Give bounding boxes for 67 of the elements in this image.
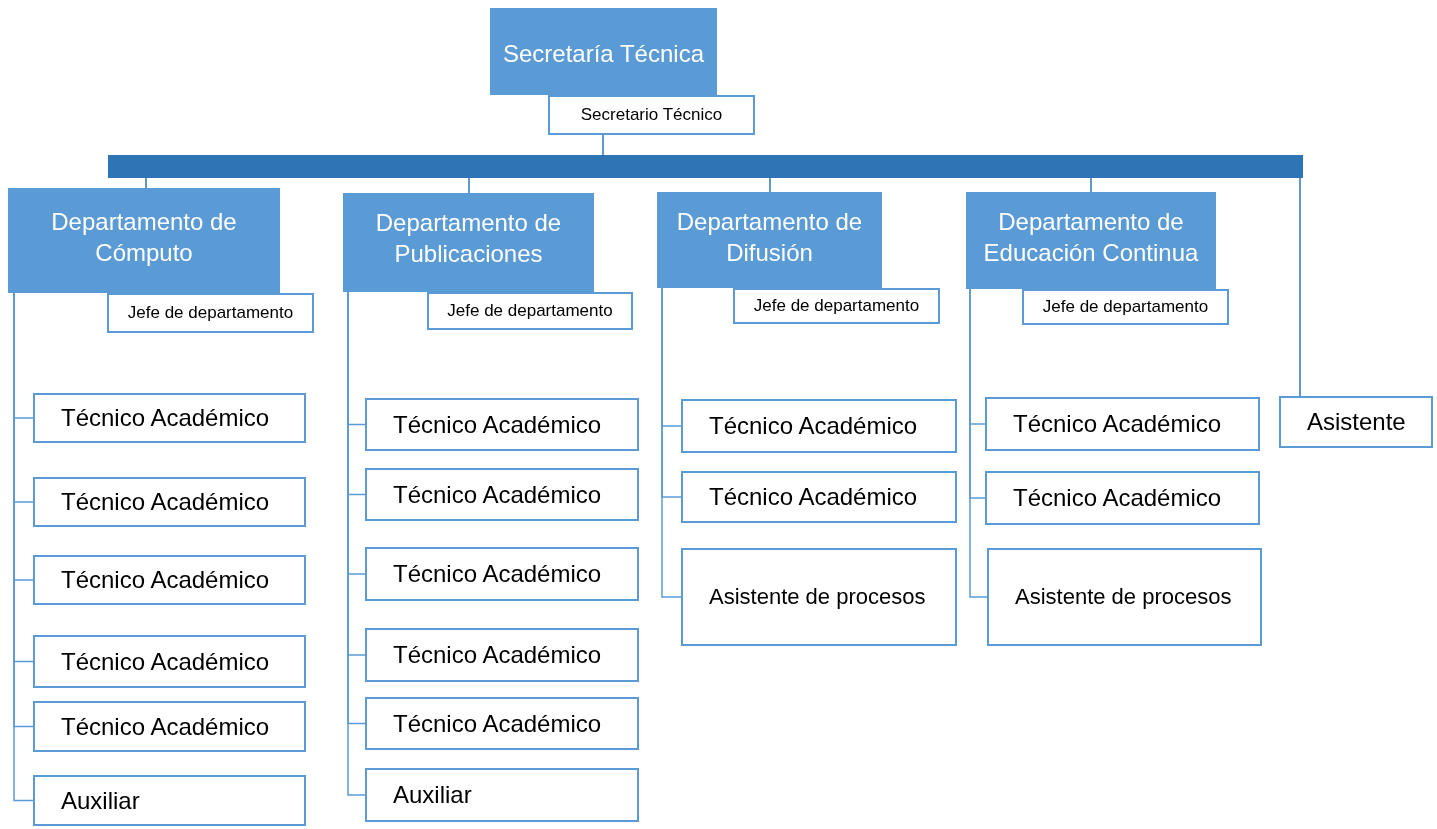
position-box [33,477,306,527]
connector-line [661,287,682,598]
unit-name: Departamento de Publicaciones [374,208,563,270]
title-box [1022,289,1229,325]
unit-name: Departamento de Educación Continua [982,207,1200,269]
position-name: Técnico Académico [60,647,271,676]
position-name: Auxiliar [60,786,141,815]
title-text: Jefe de departamento [446,301,614,321]
position-box [681,399,957,453]
connector-line [969,288,988,598]
position-box [33,393,306,443]
unit-box [8,188,280,293]
position-name: Asistente de procesos [1014,583,1233,611]
position-name: Técnico Académico [392,480,603,509]
unit-box [657,192,882,288]
position-name: Asistente de procesos [708,583,927,611]
position-name: Técnico Académico [392,410,603,439]
unit-box [343,193,594,292]
unit-name: Departamento de Difusión [675,207,864,269]
connector-line [769,177,771,193]
position-box [681,548,957,646]
unit-name: Departamento de Cómputo [50,207,238,269]
title-box [548,95,755,135]
position-box [1279,396,1433,448]
position-box [33,775,306,826]
unit-box [966,192,1216,289]
connector-line [145,177,147,189]
position-name: Técnico Académico [392,641,603,669]
position-box [365,468,639,521]
connector-line [1299,177,1301,397]
position-box [33,635,306,688]
position-box [987,548,1262,646]
position-box [365,697,639,750]
position-box [33,555,306,605]
connector-line [602,134,604,156]
position-name: Técnico Académico [1012,410,1223,438]
position-box [985,397,1260,451]
position-name: Técnico Académico [60,566,271,594]
position-name: Auxiliar [392,781,473,809]
position-box [365,628,639,682]
position-name: Técnico Académico [60,488,271,516]
position-box [985,471,1260,525]
title-text: Secretario Técnico [579,105,724,125]
position-name: Técnico Académico [60,712,271,741]
title-text: Jefe de departamento [126,303,295,323]
position-name: Técnico Académico [708,412,919,440]
unit-box [490,8,717,95]
position-name: Técnico Académico [708,483,919,511]
title-box [107,293,314,333]
connector-line [1090,177,1092,193]
position-box [681,471,957,523]
unit-name: Secretaría Técnica [502,39,705,69]
position-name: Asistente [1306,408,1407,436]
position-name: Técnico Académico [392,709,603,738]
position-name: Técnico Académico [392,560,603,588]
title-box [427,292,633,330]
position-box [365,547,639,601]
position-box [365,768,639,822]
title-text: Jefe de departamento [752,296,921,316]
position-name: Técnico Académico [1012,484,1223,512]
position-name: Técnico Académico [60,404,271,432]
title-box [733,288,940,324]
connector-bar [108,155,1303,178]
title-text: Jefe de departamento [1041,297,1210,317]
position-box [365,398,639,451]
position-box [33,701,306,752]
connector-line [468,177,470,194]
